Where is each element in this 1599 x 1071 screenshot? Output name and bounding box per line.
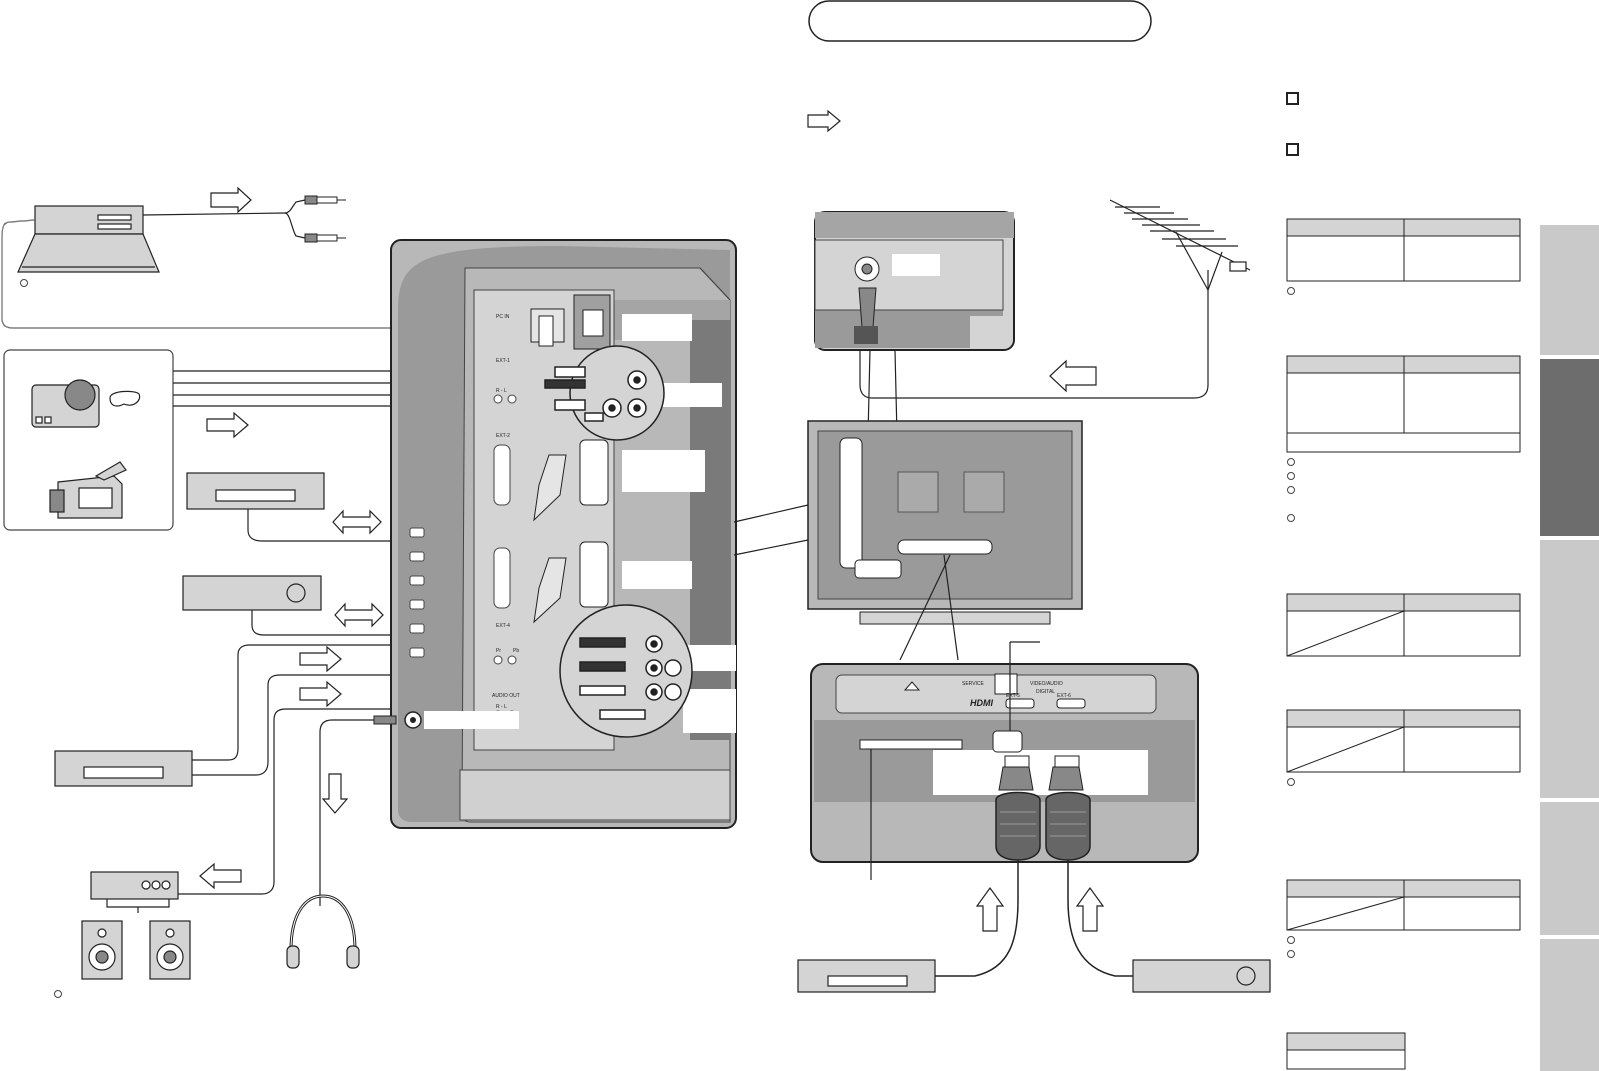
ext6-label: EXT-6 — [1057, 693, 1071, 699]
ext4-label: EXT-4 — [496, 623, 510, 629]
hdmi-panel-closeup: VIDEO/AUDIO DIGITAL SERVICE HDMI EXT-5 E… — [810, 663, 1199, 863]
note-bullet-icon — [1287, 458, 1295, 466]
rca-plug — [304, 195, 346, 243]
section-title-box — [808, 0, 1152, 42]
info-table-1 — [1286, 218, 1521, 282]
panel-label-tags — [424, 314, 736, 733]
note-bullet-icon — [1287, 472, 1295, 480]
ext1-label: EXT-1 — [496, 358, 510, 364]
laptop-icon — [17, 205, 160, 273]
info-table-6 — [1286, 1032, 1406, 1070]
speaker-icon — [81, 920, 123, 980]
camcorder-icon — [49, 461, 127, 519]
pc-audio-cable — [142, 199, 306, 239]
pb-label: Pb — [513, 648, 519, 654]
checkbox-icon — [1286, 143, 1299, 156]
arrow-right-icon — [210, 186, 252, 214]
hdmi-source-device-1 — [797, 959, 936, 993]
sidebar-tabs — [1540, 225, 1599, 1071]
video-audio-label: VIDEO/AUDIO — [1030, 681, 1063, 687]
note-bullet-icon — [1287, 950, 1295, 958]
audio-out-cable — [178, 708, 555, 895]
note-bullet-icon — [1287, 287, 1295, 295]
hdmi-cables — [935, 860, 1133, 977]
component-cables — [192, 644, 555, 776]
antenna-icon — [1109, 199, 1251, 320]
double-arrow-icon — [332, 509, 382, 535]
checkbox-icon — [1286, 92, 1299, 105]
hdmi-logo: HDMI — [970, 698, 993, 708]
arrow-right-icon — [299, 680, 342, 708]
magnified-component-jacks — [559, 604, 693, 738]
audio-out-label: AUDIO OUT — [492, 693, 520, 699]
info-table-3 — [1286, 593, 1521, 657]
ext5-label: EXT-5 — [1006, 693, 1020, 699]
note-bullet-icon — [1287, 514, 1295, 522]
hdmi-source-device-2 — [1132, 959, 1271, 993]
rl-label-1: R - L — [496, 388, 507, 394]
ext2-label: EXT-2 — [496, 433, 510, 439]
arrow-right-icon — [807, 109, 841, 133]
service-label: SERVICE — [962, 681, 985, 687]
pc-in-label: PC IN — [496, 314, 510, 320]
sidebar-tab-5[interactable] — [1540, 939, 1599, 1071]
rl-label-2: R - L — [496, 704, 507, 710]
component-device — [54, 750, 193, 787]
arrow-down-icon — [321, 773, 349, 814]
antenna-cable — [859, 320, 1209, 399]
game-console-icon — [31, 379, 141, 428]
vcr-device — [186, 472, 325, 510]
headphones-icon — [286, 894, 360, 969]
info-table-2 — [1286, 355, 1521, 453]
note-bullet-icon — [1287, 486, 1295, 494]
magnified-ext1-jacks — [544, 345, 665, 441]
arrow-up-icon — [1075, 886, 1105, 932]
tv-rear-view — [807, 420, 1083, 625]
sidebar-tab-4[interactable] — [1540, 802, 1599, 935]
headphone-cable — [319, 719, 395, 906]
note-bullet-icon — [20, 279, 28, 287]
amplifier-device — [90, 871, 179, 900]
arrow-left-icon — [1049, 359, 1097, 393]
sidebar-tab-1[interactable] — [1540, 225, 1599, 355]
note-bullet-icon — [1287, 936, 1295, 944]
double-arrow-icon — [334, 602, 384, 628]
arrow-right-icon — [299, 645, 342, 673]
speaker-icon — [149, 920, 191, 980]
sidebar-tab-2-active[interactable] — [1540, 359, 1599, 536]
note-bullet-icon — [1287, 778, 1295, 786]
antenna-socket-closeup — [814, 211, 1015, 351]
note-bullet-icon — [54, 990, 62, 998]
sidebar-tab-3[interactable] — [1540, 540, 1599, 798]
arrow-right-icon — [206, 411, 249, 439]
info-table-4 — [1286, 709, 1521, 773]
digital-label: DIGITAL — [1036, 689, 1055, 695]
decoder-device — [182, 575, 322, 611]
av-device-group — [3, 349, 174, 531]
arrow-up-icon — [975, 886, 1005, 932]
info-table-5 — [1286, 879, 1521, 931]
pr-label: Pr — [496, 648, 501, 654]
arrow-left-icon — [199, 862, 242, 890]
